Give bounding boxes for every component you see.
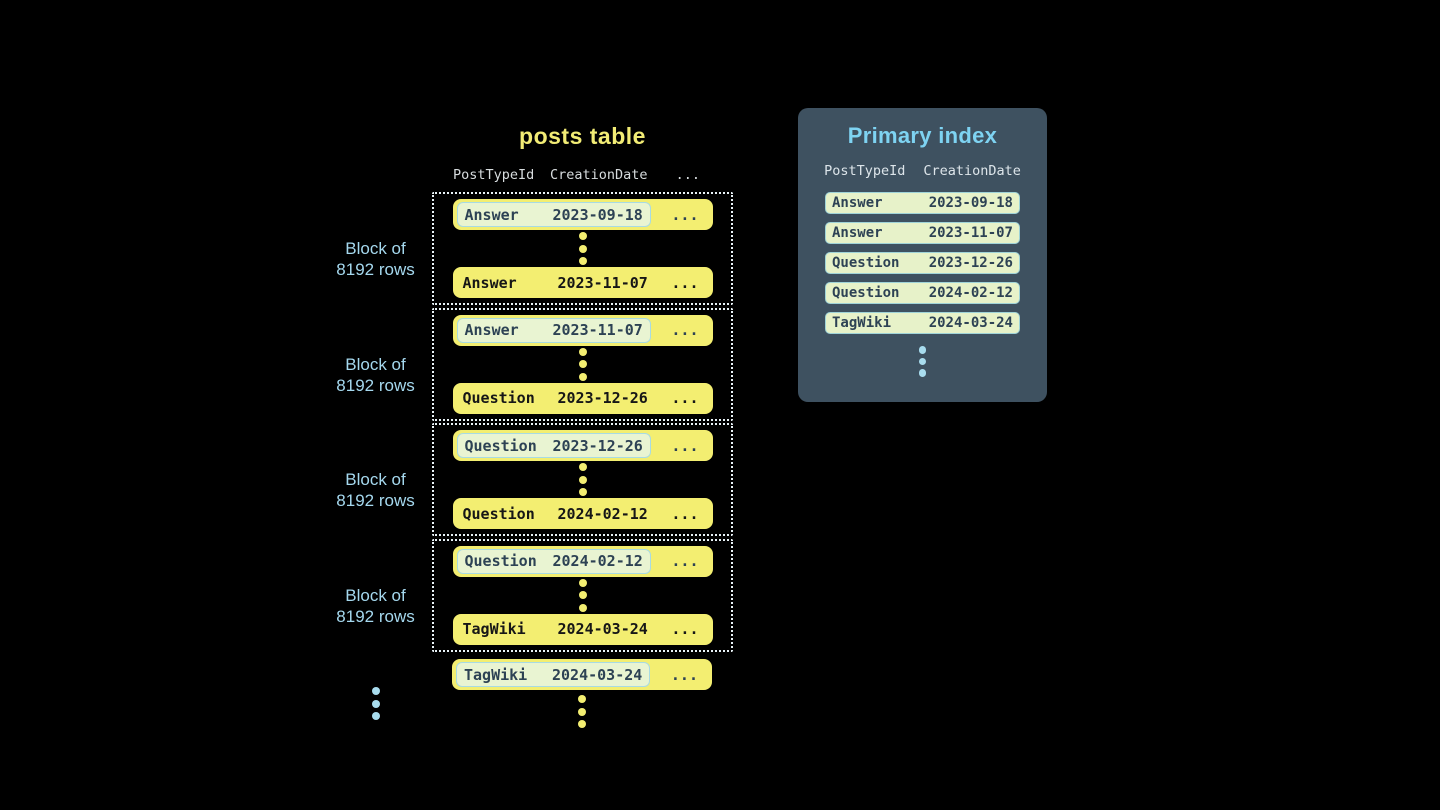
row-posttypeid: Question <box>832 285 900 301</box>
row-posttypeid: Question <box>464 552 537 570</box>
ellipsis-dots-vertical <box>578 232 587 265</box>
table-row: Answer 2023-11-07 ... <box>452 267 713 298</box>
posts-table-column-headers: PostTypeId CreationDate ... <box>432 167 733 183</box>
row-creationdate: 2024-02-12 <box>928 285 1013 301</box>
column-header-posttypeid: PostTypeId <box>824 163 906 179</box>
row-posttypeid: Question <box>464 436 537 455</box>
block-label: Block of 8192 rows <box>300 469 451 511</box>
index-row: Question 2023-12-26 <box>825 252 1020 274</box>
primary-index-rows: Answer 2023-09-18 Answer 2023-11-07 Ques… <box>798 192 1047 334</box>
row-ellipsis: ... <box>671 205 699 224</box>
row-ellipsis: ... <box>671 552 699 570</box>
row-block: Answer 2023-09-18 ... Answer 2023-11-07 … <box>432 192 733 305</box>
index-mark-highlight: TagWiki 2024-03-24 <box>456 662 651 687</box>
table-row: Answer 2023-11-07 ... <box>452 314 713 346</box>
row-ellipsis: ... <box>671 273 699 292</box>
row-posttypeid: TagWiki <box>464 665 528 684</box>
primary-index-column-headers: PostTypeId CreationDate <box>798 163 1047 179</box>
block-label-line2: 8192 rows <box>336 491 415 510</box>
block-label-line2: 8192 rows <box>336 607 415 626</box>
row-block: Answer 2023-11-07 ... Question 2023-12-2… <box>432 307 733 421</box>
ellipsis-dots-vertical <box>918 346 927 377</box>
row-posttypeid: Question <box>462 504 535 523</box>
row-posttypeid: TagWiki <box>462 620 526 638</box>
row-posttypeid: Question <box>462 389 535 407</box>
table-row: Question 2024-02-12 ... <box>452 545 713 577</box>
index-mark-highlight: Answer 2023-09-18 <box>456 202 651 227</box>
table-row: Answer 2023-09-18 ... <box>452 199 713 230</box>
block-label: Block of 8192 rows <box>300 585 451 627</box>
row-ellipsis: ... <box>670 665 698 684</box>
row-creationdate: 2024-03-24 <box>557 620 648 638</box>
row-creationdate: 2024-03-24 <box>928 315 1013 331</box>
column-header-posttypeid: PostTypeId <box>453 167 535 183</box>
column-header-creationdate: CreationDate <box>550 167 648 183</box>
row-posttypeid: TagWiki <box>832 315 892 331</box>
row-block: Question 2024-02-12 ... TagWiki 2024-03-… <box>432 538 733 652</box>
row-creationdate: 2023-11-07 <box>557 273 648 292</box>
index-row: Answer 2023-11-07 <box>825 222 1020 244</box>
block-label-line1: Block of <box>345 586 406 605</box>
row-posttypeid: Answer <box>832 225 883 241</box>
table-row: TagWiki 2024-03-24 ... <box>452 613 713 645</box>
table-row: Question 2023-12-26 ... <box>452 382 713 414</box>
block-label-line1: Block of <box>345 239 406 258</box>
posts-table-title: posts table <box>519 123 646 149</box>
row-block: Question 2023-12-26 ... Question 2024-02… <box>432 423 733 536</box>
column-header-ellipsis: ... <box>675 167 700 183</box>
row-posttypeid: Answer <box>462 273 517 292</box>
index-row: Question 2024-02-12 <box>825 282 1020 304</box>
index-mark-highlight: Question 2023-12-26 <box>456 433 651 458</box>
row-creationdate: 2023-11-07 <box>552 321 643 339</box>
index-row: TagWiki 2024-03-24 <box>825 312 1020 334</box>
ellipsis-dots-vertical <box>372 687 380 720</box>
row-creationdate: 2023-12-26 <box>928 255 1013 271</box>
row-creationdate: 2023-09-18 <box>928 195 1013 211</box>
row-creationdate: 2024-03-24 <box>552 665 643 684</box>
table-row: Question 2024-02-12 ... <box>452 498 713 529</box>
column-header-creationdate: CreationDate <box>923 163 1021 179</box>
row-ellipsis: ... <box>671 504 699 523</box>
index-row: Answer 2023-09-18 <box>825 192 1020 214</box>
row-ellipsis: ... <box>671 321 699 339</box>
row-creationdate: 2023-09-18 <box>552 205 643 224</box>
primary-index-title: Primary index <box>847 123 998 148</box>
block-label-line2: 8192 rows <box>336 260 415 279</box>
row-creationdate: 2024-02-12 <box>557 504 648 523</box>
row-ellipsis: ... <box>671 436 699 455</box>
index-mark-highlight: Question 2024-02-12 <box>456 548 651 574</box>
table-row-overflow: TagWiki 2024-03-24 ... <box>452 659 712 690</box>
ellipsis-dots-vertical <box>578 463 587 496</box>
row-ellipsis: ... <box>671 620 699 638</box>
row-posttypeid: Answer <box>464 205 519 224</box>
block-label-line2: 8192 rows <box>336 376 415 395</box>
block-label: Block of 8192 rows <box>300 238 451 280</box>
row-ellipsis: ... <box>671 389 699 407</box>
block-label-line1: Block of <box>345 470 406 489</box>
ellipsis-dots-vertical <box>578 347 587 381</box>
row-creationdate: 2023-12-26 <box>557 389 648 407</box>
row-posttypeid: Answer <box>464 321 519 339</box>
posts-table-blocks: Answer 2023-09-18 ... Answer 2023-11-07 … <box>432 192 733 652</box>
row-posttypeid: Question <box>832 255 900 271</box>
ellipsis-dots-vertical <box>578 695 586 728</box>
block-label-line1: Block of <box>345 355 406 374</box>
table-row: Question 2023-12-26 ... <box>452 430 713 461</box>
row-creationdate: 2023-12-26 <box>552 436 643 455</box>
block-label: Block of 8192 rows <box>300 354 451 396</box>
index-mark-highlight: Answer 2023-11-07 <box>456 317 651 343</box>
primary-index-panel: Primary index PostTypeId CreationDate An… <box>798 108 1047 402</box>
row-creationdate: 2024-02-12 <box>552 552 643 570</box>
row-creationdate: 2023-11-07 <box>928 225 1013 241</box>
row-posttypeid: Answer <box>832 195 883 211</box>
ellipsis-dots-vertical <box>578 578 587 612</box>
